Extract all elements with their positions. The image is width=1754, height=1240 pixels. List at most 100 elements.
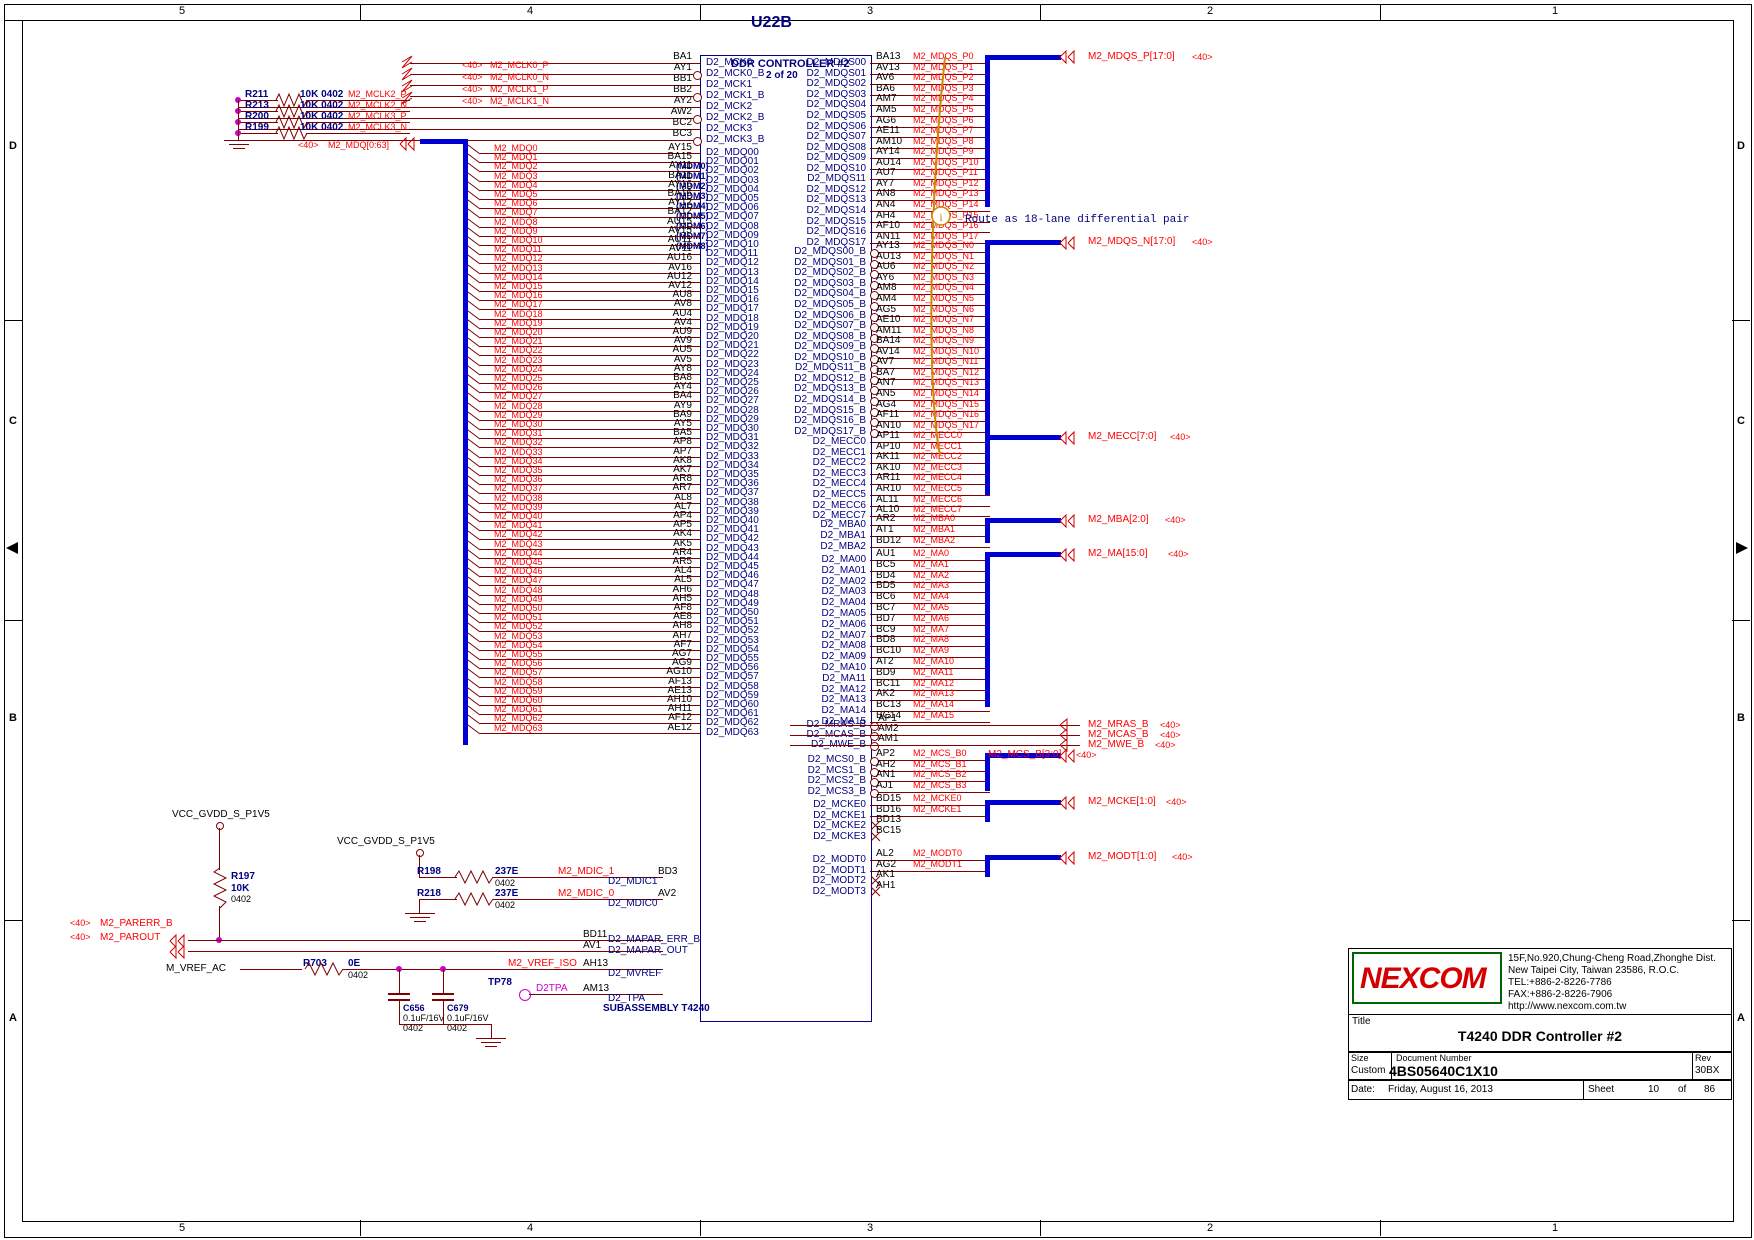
pin-name: D2_MDQS15_B [794,405,866,416]
pin-wire [480,392,700,393]
pin-name: D2_MDQS16_B [794,415,866,426]
pin-name: D2_TPA [608,993,646,1004]
pin-name: D2_MDQ19 [706,322,759,333]
pin-name: D2_MDQ46 [706,570,759,581]
pin-wire [877,368,990,369]
sheet-ref: <40> [462,72,483,82]
pin-wire [870,614,990,615]
pin-number: AL10 [876,504,900,515]
r703-symbol [304,961,344,977]
pin-name: D2_MDQ00 [706,147,759,158]
pin-name: D2_MA02 [821,576,866,587]
pin-number: AF10 [876,220,900,231]
pin-number: AU16 [666,252,692,263]
ctrl-exit-arrows [1059,717,1068,753]
pin-wire [480,650,700,651]
net-label: M2_MBA2 [913,535,956,545]
mdq-bus-vertical [463,139,468,745]
parerr-ripper [169,933,185,949]
border-row-left-B: B [9,712,17,724]
net-label: M2_MCLK3_N [348,122,408,132]
pin-name: D2_MDQ52 [706,625,759,636]
cap-value: 0.1uF/16V [447,1013,489,1023]
pin-name: D2_MDQ58 [706,681,759,692]
net-label: M2_MDQS_N16 [913,409,980,419]
resistor-ref: R199 [245,122,269,133]
no-connect-x [870,875,881,886]
power-port-circle [216,822,224,830]
pin-number: AN8 [876,188,896,199]
net-label: M2_MDQS_N2 [913,261,975,271]
pin-wire [480,346,700,347]
net-label: M2_MDQ2 [494,161,538,171]
pin-number: AV12 [668,280,692,291]
pin-wire [877,305,990,306]
net-label: M2_MDQS_P10 [913,157,979,167]
pin-name: D2_MDQ26 [706,386,759,397]
pin-number: AV11 [669,243,692,254]
pin-name: D2_MDQ23 [706,359,759,370]
pin-wire [480,254,700,255]
net-label: M2_MDQS_P13 [913,188,979,198]
pin-name: D2_MCKE1 [813,810,866,821]
pin-name: D2_MDQ56 [706,662,759,673]
pin-number: AH10 [666,694,692,705]
pin-number: BC6 [876,591,896,602]
pin-number: AN11 [876,231,901,242]
pin-number: AN7 [876,377,896,388]
net-label: M2_MDQS_N6 [913,304,975,314]
pin-number: AY14 [876,146,900,157]
pin-wire [870,442,990,443]
chip-designator: U22B [751,14,792,31]
pin-name: D2_MA06 [821,619,866,630]
note-leader-line [930,56,946,456]
pin-number: AJ1 [876,780,894,791]
pin-number: AH5 [672,593,692,604]
pin-wire [870,860,990,861]
bus-exit-label: M2_MDQS_N[17:0] [1088,236,1176,247]
net-label: M2_MECC2 [913,451,963,461]
pin-number: AN5 [876,388,896,399]
pin-number: AU6 [876,261,896,272]
pin-name: D2_MWE_B [700,739,866,750]
bus-mdqs-p [985,57,990,207]
pin-name: D2_MDQ17 [706,303,759,314]
nexcom-logo-text: NEXCOM [1360,962,1487,995]
bus-rip-stub [467,337,481,348]
inversion-bubble [870,777,879,787]
pin-wire [870,148,990,149]
pin-wire [480,539,700,540]
net-label: M2_MDQ23 [494,355,543,365]
pin-name: D2_MCK2 [706,101,753,112]
r197-lead-top [219,828,220,870]
pin-wire [877,284,990,285]
bus-rip-stub [467,512,481,523]
sheet-ref: <40> [1155,740,1176,750]
bus-arrow-mcke [1059,795,1075,811]
pin-name: D2_MDQS07_B [794,320,866,331]
pin-wire [480,549,700,550]
bus-rip-stub [467,300,481,311]
pin-number: BA7 [876,367,895,378]
mdm-label: (MDM0) [676,161,709,171]
rev-cell [1692,1052,1732,1080]
pin-number: AV5 [673,354,692,365]
bus-rip-stub [467,356,481,367]
pin-name: D2_MCKE0 [813,799,866,810]
resistor-ref: R218 [417,888,441,899]
pin-number: AV1 [583,940,602,951]
parout-wire [188,951,663,952]
rev-value: 30BX [1695,1065,1720,1076]
pin-name: D2_MDQS13 [806,194,866,205]
mvref-right-wire [343,969,663,970]
pin-wire [480,530,700,531]
inversion-bubble [870,259,879,269]
net-label: M2_MDQ49 [494,594,543,604]
pin-name: D2_MCK3_B [706,134,765,145]
pin-name: D2_MDQS04 [806,99,866,110]
pin-wire [870,711,990,712]
net-label: M2_MDQ12 [494,253,543,263]
bus-rip-stub [467,365,481,376]
net-label: M2_MDQ8 [494,217,538,227]
bus-rip-stub [467,218,481,229]
